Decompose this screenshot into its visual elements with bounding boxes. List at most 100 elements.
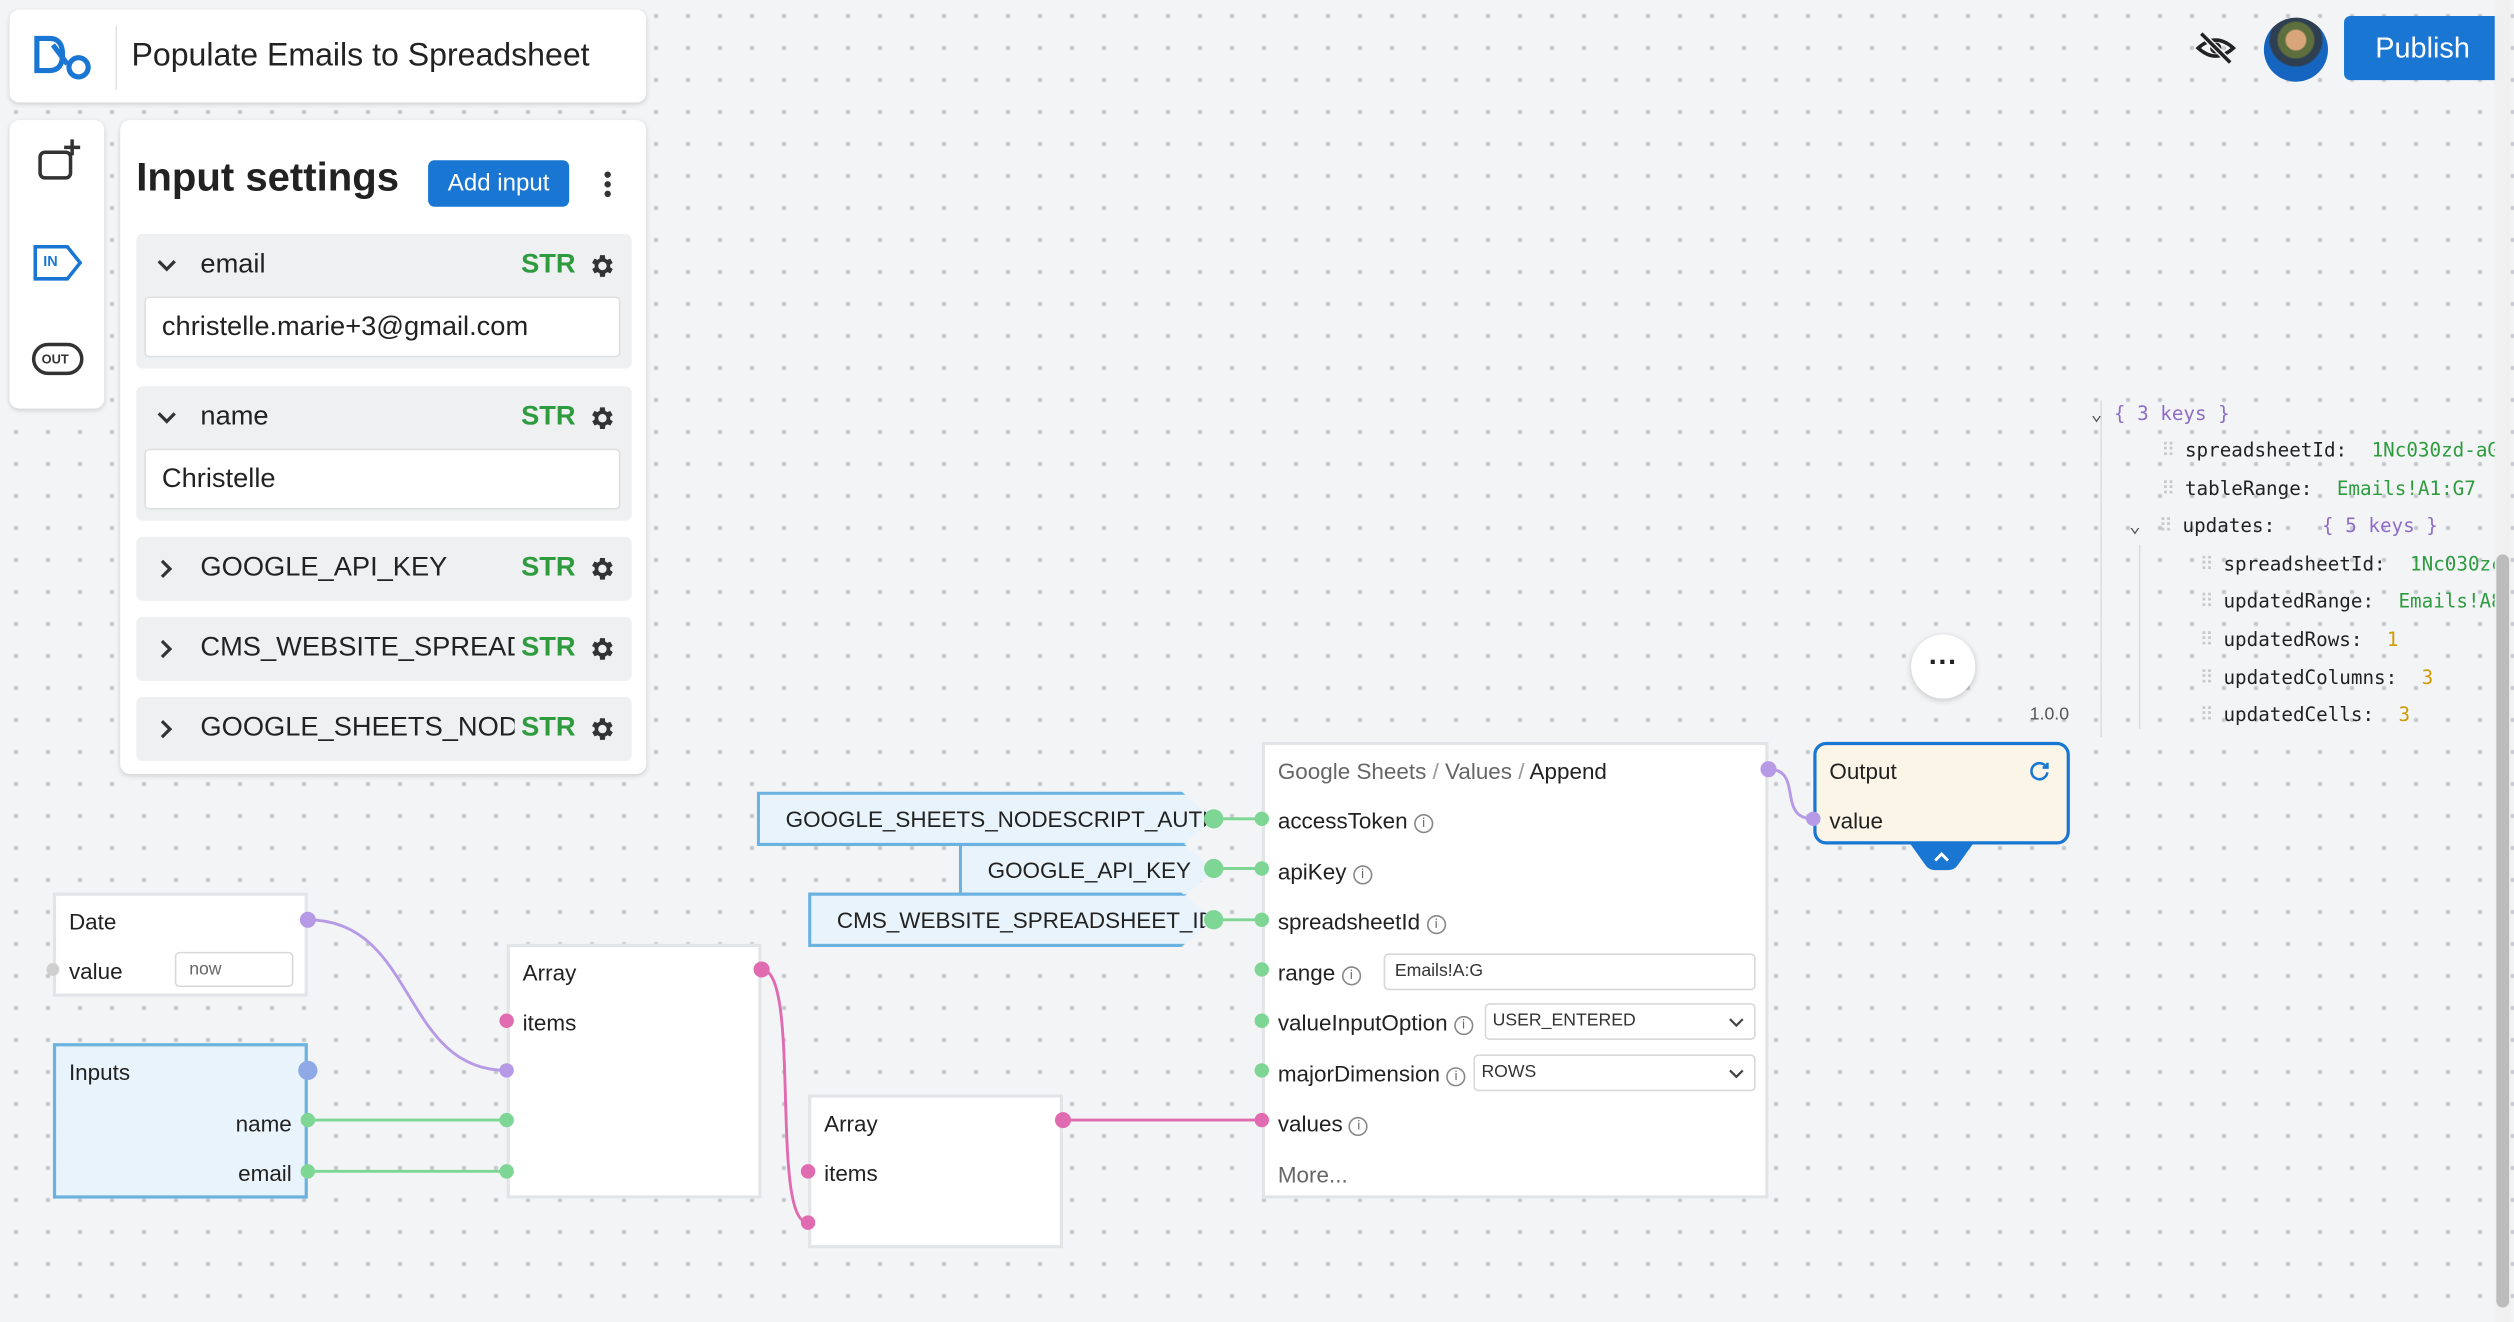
scrollbar-thumb[interactable] [2496, 554, 2510, 1308]
info-icon[interactable]: i [1446, 1067, 1466, 1087]
selected-value: USER_ENTERED [1492, 1011, 1636, 1031]
output-node-label: OUT [41, 352, 69, 367]
more-vert-icon[interactable] [592, 165, 624, 203]
secret-label: CMS_WEBSITE_SPREADSHEET_ID [836, 906, 1214, 933]
node-title: Date [68, 908, 117, 935]
publish-button[interactable]: Publish [2344, 16, 2502, 81]
info-icon[interactable]: i [1341, 966, 1361, 986]
input-item-cms-spreadsheet[interactable]: CMS_WEBSITE_SPREADSHEET_ID STR [136, 616, 632, 682]
chevron-down-icon[interactable] [152, 252, 181, 281]
input-type-badge: STR [521, 631, 576, 662]
port-dot [800, 1215, 816, 1230]
info-icon[interactable]: i [1426, 914, 1446, 935]
array-node[interactable]: Array items [506, 943, 762, 1199]
workflow-title[interactable]: Populate Emails to Spreadsheet [131, 38, 590, 74]
gear-icon[interactable] [587, 635, 616, 664]
port-dot [1204, 809, 1224, 829]
info-icon[interactable]: i [1453, 1015, 1474, 1036]
date-value-input[interactable]: now [174, 951, 294, 988]
input-settings-panel: Input settings Add input email STR chris… [120, 120, 647, 774]
json-row: ⠿spreadsheetId: 1Nc030zc [2199, 552, 2495, 576]
left-toolbar: IN OUT [9, 120, 105, 409]
secret-label: GOOGLE_API_KEY [987, 857, 1192, 883]
port-dot [298, 1060, 318, 1081]
chevron-down-icon[interactable] [152, 404, 181, 433]
name-field[interactable]: Christelle [144, 448, 621, 510]
gear-icon[interactable] [587, 554, 616, 583]
chevron-down-icon[interactable]: ⌄ [2129, 514, 2141, 537]
json-output-viewer: ⌄ { 3 keys } ⠿spreadsheetId: 1Nc030zd-aG… [2084, 400, 2495, 738]
value-input-option-select[interactable]: USER_ENTERED [1484, 1003, 1756, 1040]
info-icon[interactable]: i [1349, 1116, 1369, 1137]
major-dimension-select[interactable]: ROWS [1473, 1054, 1756, 1092]
port-dot [499, 1063, 514, 1078]
input-type-badge: STR [521, 400, 576, 432]
title-divider [115, 25, 118, 90]
port-dot [1806, 811, 1821, 827]
add-input-button[interactable]: Add input [428, 160, 570, 207]
json-row: ⠿tableRange: Emails!A1:G7 [2161, 477, 2476, 500]
email-field[interactable]: christelle.marie+3@gmail.com [144, 296, 621, 358]
input-item-email[interactable]: email STR christelle.marie+3@gmail.com [136, 233, 632, 369]
gear-icon[interactable] [587, 715, 616, 744]
port-label: value [1829, 807, 1884, 834]
input-item-google-sheets-auth[interactable]: GOOGLE_SHEETS_NODESCRIPT_AUTH STR [136, 697, 632, 762]
refresh-icon[interactable] [2028, 760, 2050, 782]
input-name: name [200, 400, 269, 432]
json-row-updates[interactable]: ⌄ ⠿updates: { 5 keys } [2129, 514, 2438, 537]
info-icon[interactable]: i [1352, 865, 1373, 885]
port-dot [300, 1112, 316, 1128]
node-title: Inputs [68, 1059, 131, 1085]
port-dot [1254, 912, 1270, 927]
port-dot [1254, 1112, 1270, 1128]
port-label: value [68, 958, 123, 984]
edge-array1-array2 [761, 968, 809, 1225]
date-node[interactable]: Date value now [52, 892, 308, 997]
secret-node-api-key[interactable]: GOOGLE_API_KEY [958, 842, 1214, 898]
more-link[interactable]: More... [1277, 1161, 1348, 1188]
chevron-down-icon[interactable]: ⌄ [2090, 402, 2103, 425]
port-label: items [522, 1009, 577, 1036]
node-title: Output [1829, 757, 1897, 784]
range-input[interactable]: Emails!A:G [1383, 953, 1756, 991]
port-dot [46, 963, 60, 976]
port-dot [1760, 761, 1777, 778]
json-summary: { 3 keys } [2113, 402, 2230, 425]
array-node[interactable]: Array items [808, 1094, 1063, 1249]
input-node-label: IN [43, 253, 58, 270]
input-node-icon[interactable]: IN [26, 236, 90, 290]
port-dot [1204, 910, 1224, 930]
input-type-badge: STR [521, 248, 576, 279]
more-horiz-icon[interactable]: ··· [1911, 634, 1976, 699]
info-icon[interactable]: i [1414, 814, 1434, 834]
json-root[interactable]: ⌄ { 3 keys } [2091, 402, 2230, 424]
port-dot [800, 1164, 816, 1179]
collapse-tab-icon[interactable] [1909, 842, 1974, 872]
secret-node-auth[interactable]: GOOGLE_SHEETS_NODESCRIPT_AUTH [756, 791, 1214, 847]
gear-icon[interactable] [587, 252, 616, 281]
chevron-right-icon[interactable] [152, 635, 181, 664]
output-node-icon[interactable]: OUT [26, 332, 90, 386]
secret-node-spreadsheet-id[interactable]: CMS_WEBSITE_SPREADSHEET_ID [808, 892, 1214, 948]
vertical-scrollbar[interactable] [2494, 0, 2511, 1322]
avatar[interactable] [2263, 17, 2328, 82]
breadcrumb-part: Google Sheets [1277, 757, 1427, 784]
json-row: ⠿updatedColumns: 3 [2199, 666, 2434, 690]
chevron-right-icon[interactable] [152, 554, 181, 583]
input-name: GOOGLE_API_KEY [200, 551, 448, 582]
visibility-off-icon[interactable] [2195, 29, 2237, 67]
input-item-name[interactable]: name STR Christelle [136, 386, 632, 521]
add-node-icon[interactable] [26, 133, 90, 187]
input-item-google-api-key[interactable]: GOOGLE_API_KEY STR [136, 536, 632, 601]
gear-icon[interactable] [587, 404, 616, 433]
inputs-node[interactable]: Inputs name email [52, 1043, 308, 1199]
breadcrumb-part: Values [1445, 757, 1513, 784]
app-logo-icon[interactable] [32, 32, 96, 83]
chevron-right-icon[interactable] [152, 715, 181, 744]
port-label: name [235, 1110, 292, 1137]
